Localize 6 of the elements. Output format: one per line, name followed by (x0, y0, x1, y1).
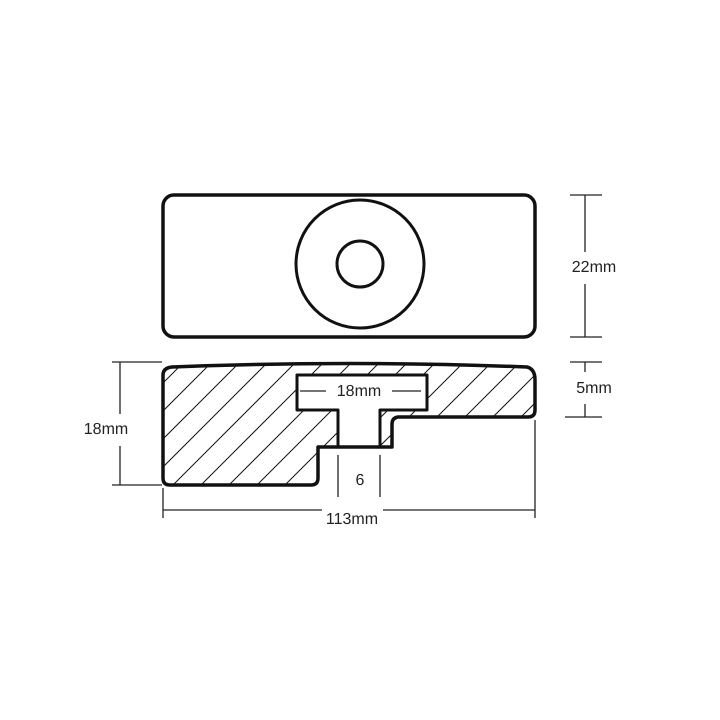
dimension-label: 18mm (336, 384, 382, 400)
dimension-label: 113mm (326, 512, 378, 528)
dimension-label: 5mm (576, 381, 612, 397)
dimension-label: 22mm (572, 260, 616, 276)
dimension-label: 18mm (84, 422, 128, 438)
dimension-label: 6 (356, 473, 364, 489)
